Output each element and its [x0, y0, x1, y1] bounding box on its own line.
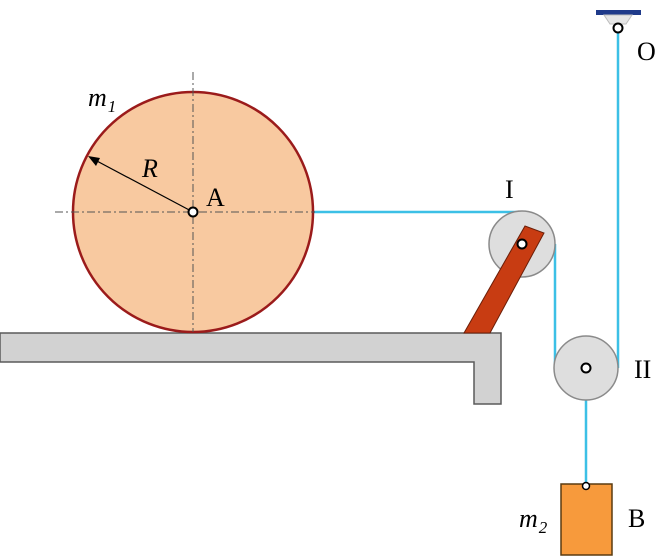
center-a-pin [187, 206, 199, 218]
label-anchor-o: O [637, 37, 656, 66]
center-lines [55, 72, 315, 332]
label-center-a: A [206, 183, 225, 212]
radius-arrowhead [88, 156, 100, 166]
ceiling-bar [596, 10, 641, 15]
rope [193, 28, 620, 486]
block-b-hook [581, 481, 591, 491]
radius-line [94, 159, 194, 213]
block-b [560, 483, 613, 556]
pulley-i [463, 210, 556, 334]
pulley-i-bracket [463, 225, 545, 334]
radius-arrow [88, 156, 194, 213]
ceiling-mount [603, 14, 633, 25]
ceiling-support [596, 10, 641, 25]
ground-table [0, 332, 502, 405]
pulley-i-axle [516, 238, 528, 250]
label-pulley-i: I [505, 175, 514, 204]
label-pulley-ii: II [634, 355, 651, 384]
anchor-o-pin [612, 22, 624, 34]
label-m2: m2 [519, 504, 548, 537]
label-radius: R [141, 154, 158, 183]
pulley-ii-axle [580, 362, 592, 374]
label-block-b: B [628, 504, 645, 533]
label-m1: m1 [88, 83, 116, 116]
pulley-ii [553, 335, 619, 401]
